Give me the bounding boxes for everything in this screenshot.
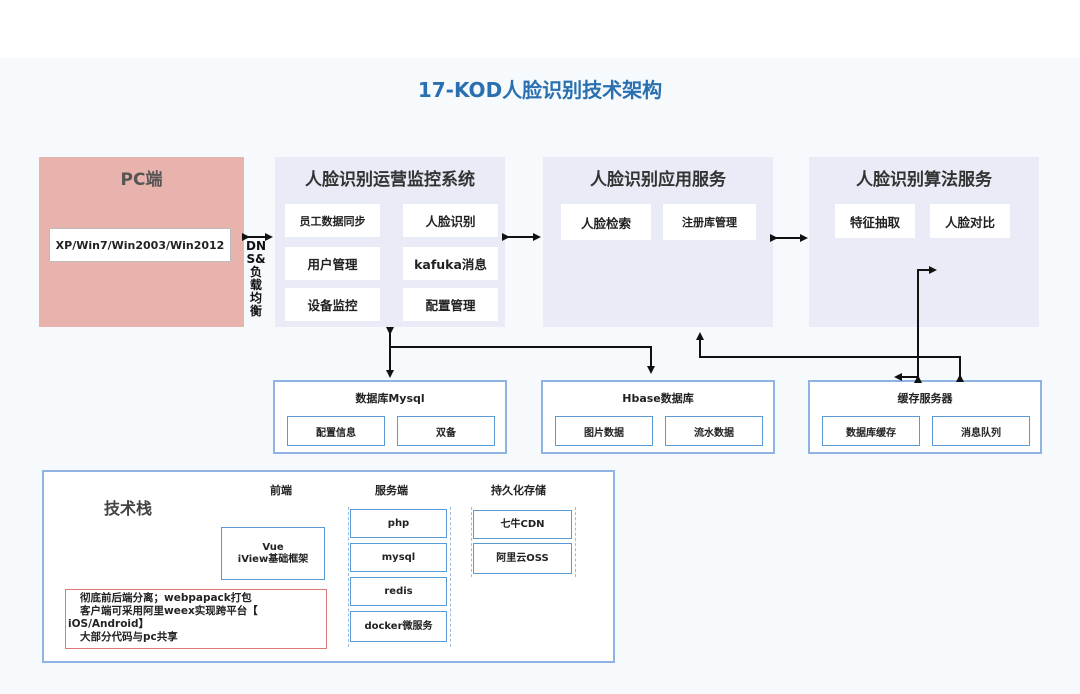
diagram-title: 17-KOD人脸识别技术架构 [417, 78, 663, 102]
storage-mysql-block: 数据库Mysql 配置信息 双备 [273, 380, 507, 454]
tech-server-column [348, 507, 451, 647]
pc-client-title: PC端 [120, 170, 163, 190]
storage-cache-item-db-cache: 数据库缓存 [822, 416, 920, 446]
storage-mysql-item-config: 配置信息 [287, 416, 385, 446]
tech-frontend-vue-box: Vue iView基础框架 [221, 527, 325, 580]
tech-server-mysql: mysql [350, 543, 447, 572]
algo-item-face-compare: 人脸对比 [930, 204, 1010, 238]
tech-notes-box: 彻底前后端分离；webpapack打包 客户端可采用阿里weex实现跨平台【 i… [65, 589, 327, 649]
tech-persist-head: 持久化存储 [491, 484, 546, 497]
arrow-cache-app [696, 332, 964, 382]
monitor-system-title: 人脸识别运营监控系统 [305, 170, 475, 190]
pc-os-list: XP/Win7/Win2003/Win2012 [49, 228, 231, 262]
storage-mysql-item-dual: 双备 [397, 416, 495, 446]
tech-note-line: 客户端可采用阿里weex实现跨平台【 [80, 605, 258, 617]
app-service-panel: 人脸识别应用服务 人脸检索 注册库管理 [543, 157, 773, 327]
monitor-item-kafka-message: kafuka消息 [403, 247, 498, 280]
monitor-item-config-management: 配置管理 [403, 288, 498, 321]
tech-persist-column [471, 507, 576, 577]
arrow-monitor-hbase [390, 346, 655, 374]
tech-frontend-vue: Vue [262, 541, 284, 553]
tech-server-redis: redis [350, 577, 447, 606]
arrow-algo-cache [914, 266, 937, 383]
tech-note-line: 彻底前后端分离；webpapack打包 [80, 592, 252, 604]
storage-hbase-item-flow: 流水数据 [665, 416, 763, 446]
algorithm-service-title: 人脸识别算法服务 [856, 170, 992, 190]
tech-stack-block: 技术栈 前端 服务端 持久化存储 Vue iView基础框架 php mysql… [42, 470, 615, 663]
algo-item-feature-extract: 特征抽取 [835, 204, 915, 238]
storage-mysql-title: 数据库Mysql [355, 392, 425, 405]
storage-hbase-title: Hbase数据库 [622, 392, 694, 405]
tech-persist-oss: 阿里云OSS [473, 543, 572, 574]
tech-server-docker: docker微服务 [350, 611, 447, 642]
monitor-item-staff-sync: 员工数据同步 [285, 204, 380, 237]
dns-load-balance-label: DNS&负载均衡 [246, 239, 267, 318]
app-service-title: 人脸识别应用服务 [590, 170, 726, 190]
monitor-item-user-management: 用户管理 [285, 247, 380, 280]
app-item-registry-management: 注册库管理 [663, 204, 756, 240]
monitor-item-face-recognition: 人脸识别 [403, 204, 498, 237]
app-item-face-search: 人脸检索 [561, 204, 651, 240]
tech-note-line: 大部分代码与pc共享 [80, 631, 178, 643]
tech-frontend-iview: iView基础框架 [237, 553, 309, 565]
pc-client-block: PC端 XP/Win7/Win2003/Win2012 [39, 157, 244, 327]
storage-cache-item-queue: 消息队列 [932, 416, 1030, 446]
storage-cache-title: 缓存服务器 [897, 392, 953, 405]
tech-persist-qiniu: 七牛CDN [473, 510, 572, 539]
tech-note-line: iOS/Android】 [68, 618, 150, 630]
tech-server-head: 服务端 [375, 484, 408, 497]
monitor-system-panel: 人脸识别运营监控系统 员工数据同步 人脸识别 用户管理 kafuka消息 设备监… [275, 157, 505, 327]
storage-hbase-block: Hbase数据库 图片数据 流水数据 [541, 380, 775, 454]
storage-cache-block: 缓存服务器 数据库缓存 消息队列 [808, 380, 1042, 454]
tech-stack-title: 技术栈 [104, 499, 153, 518]
storage-hbase-item-images: 图片数据 [555, 416, 653, 446]
monitor-item-device-monitor: 设备监控 [285, 288, 380, 321]
tech-server-php: php [350, 509, 447, 538]
tech-frontend-head: 前端 [270, 484, 292, 497]
